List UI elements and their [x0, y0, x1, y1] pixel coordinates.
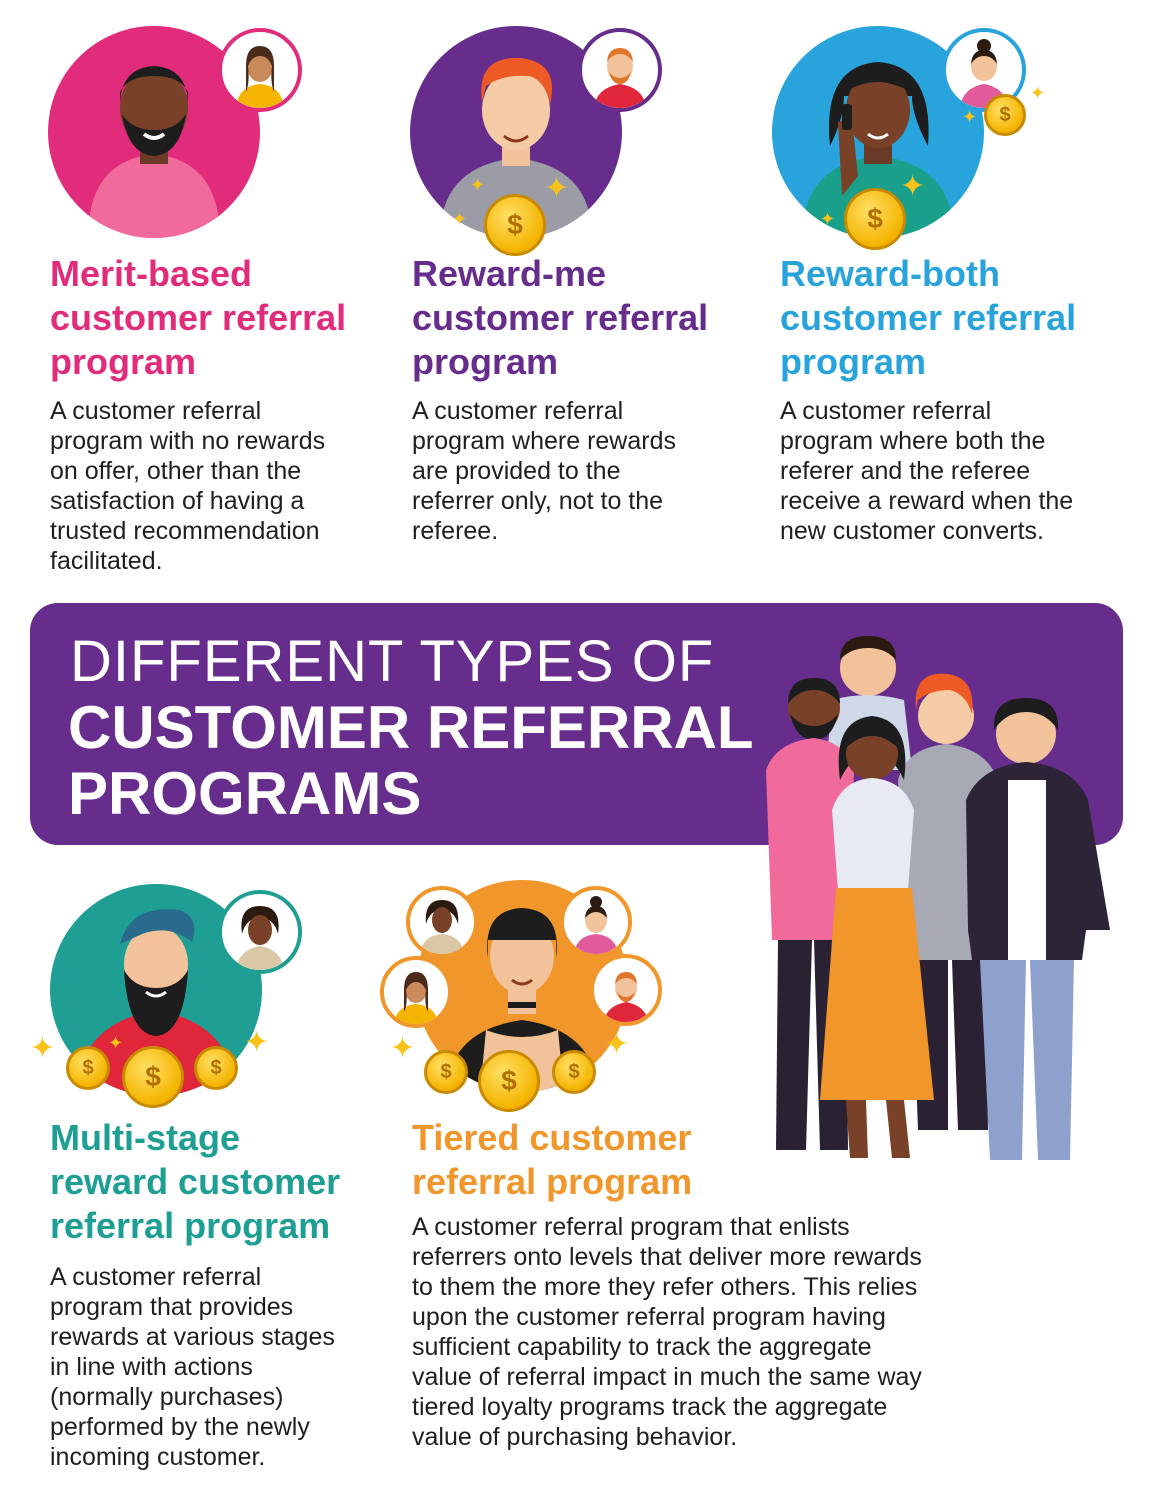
program-title: Multi-stage reward customer referral pro…	[50, 1117, 341, 1246]
program-title: Merit-based customer referral program	[50, 253, 347, 382]
referrer-avatar-icon	[578, 28, 662, 112]
tier-avatar-icon	[380, 956, 452, 1028]
sparkle-icon: ✦	[604, 1028, 630, 1061]
program-description: A customer referral program that enlists…	[412, 1213, 922, 1451]
program-title: Reward-both customer referral program	[780, 253, 1077, 382]
sparkle-icon: ✦	[470, 175, 486, 195]
tier-avatar-icon	[560, 886, 632, 958]
page-title-line1: DIFFERENT TYPES OF	[70, 629, 715, 694]
coin-icon: $	[424, 1050, 468, 1094]
referee-avatar-icon	[218, 28, 302, 112]
coin-icon: $	[844, 188, 906, 250]
tier-avatar-icon	[406, 886, 478, 958]
program-description: A customer referral program where reward…	[412, 397, 676, 545]
sparkle-icon: ✦	[544, 172, 570, 205]
sparkle-icon: ✦	[108, 1033, 124, 1053]
page-title-line2: CUSTOMER REFERRAL	[68, 694, 754, 761]
coin-icon: $	[552, 1050, 596, 1094]
page-title-line3: PROGRAMS	[68, 760, 422, 827]
referee-avatar-icon	[218, 890, 302, 974]
coin-icon: $	[122, 1046, 184, 1108]
sparkle-icon: ✦	[1030, 83, 1046, 103]
coin-icon: $	[66, 1046, 110, 1090]
sparkle-icon: ✦	[962, 107, 978, 127]
program-title: Tiered customer referral program	[412, 1117, 693, 1202]
coin-icon: $	[984, 94, 1026, 136]
group-of-people-illustration	[766, 636, 1110, 1160]
sparkle-icon: ✦	[244, 1026, 270, 1059]
sparkle-icon: ✦	[30, 1032, 56, 1065]
program-title: Reward-me customer referral program	[412, 253, 709, 382]
program-description: A customer referral program that provide…	[50, 1263, 335, 1471]
tier-avatar-icon	[590, 954, 662, 1026]
program-description: A customer referral program with no rewa…	[50, 397, 326, 575]
sparkle-icon: ✦	[452, 209, 468, 229]
sparkle-icon: ✦	[390, 1032, 416, 1065]
sparkle-icon: ✦	[900, 170, 926, 203]
program-description: A customer referral program where both t…	[780, 397, 1074, 545]
sparkle-icon: ✦	[820, 209, 836, 229]
coin-icon: $	[194, 1046, 238, 1090]
coin-icon: $	[478, 1050, 540, 1112]
bearded-man-avatar-icon	[88, 66, 220, 238]
coin-icon: $	[484, 194, 546, 256]
